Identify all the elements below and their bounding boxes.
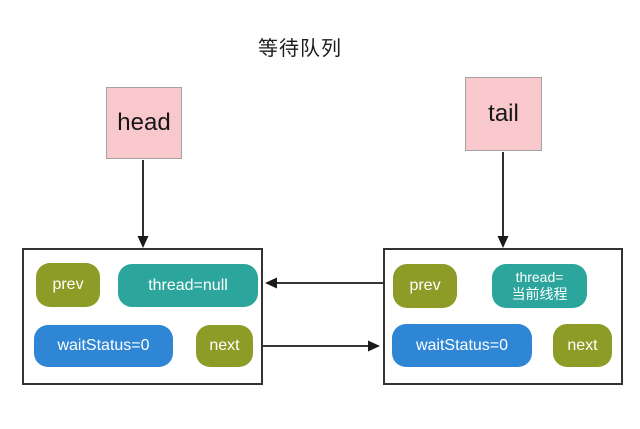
right-node-next-field: next (553, 324, 612, 367)
tail-to-node-arrow (497, 152, 509, 248)
tail-node-box: prev thread= 当前线程 waitStatus=0 next (383, 248, 623, 385)
head-node-box: prev thread=null waitStatus=0 next (22, 248, 263, 385)
left-node-next-field: next (196, 325, 253, 367)
head-pointer-label: head (117, 109, 171, 136)
right-node-thread-line2: 当前线程 (511, 286, 568, 302)
next-link-arrow (253, 340, 380, 352)
right-node-thread-line1: thread= (515, 268, 564, 285)
right-node-thread-field: thread= 当前线程 (492, 264, 587, 308)
head-to-node-arrow (137, 160, 149, 248)
tail-pointer-box: tail (465, 77, 542, 151)
tail-pointer-label: tail (488, 100, 519, 127)
right-node-prev-field: prev (393, 264, 457, 308)
prev-link-arrow (265, 277, 393, 289)
left-node-thread-field: thread=null (118, 264, 258, 307)
right-node-waitstatus-field: waitStatus=0 (392, 324, 532, 367)
left-node-waitstatus-field: waitStatus=0 (34, 325, 173, 367)
diagram-title: 等待队列 (258, 38, 342, 60)
head-pointer-box: head (106, 87, 182, 159)
left-node-prev-field: prev (36, 263, 100, 307)
